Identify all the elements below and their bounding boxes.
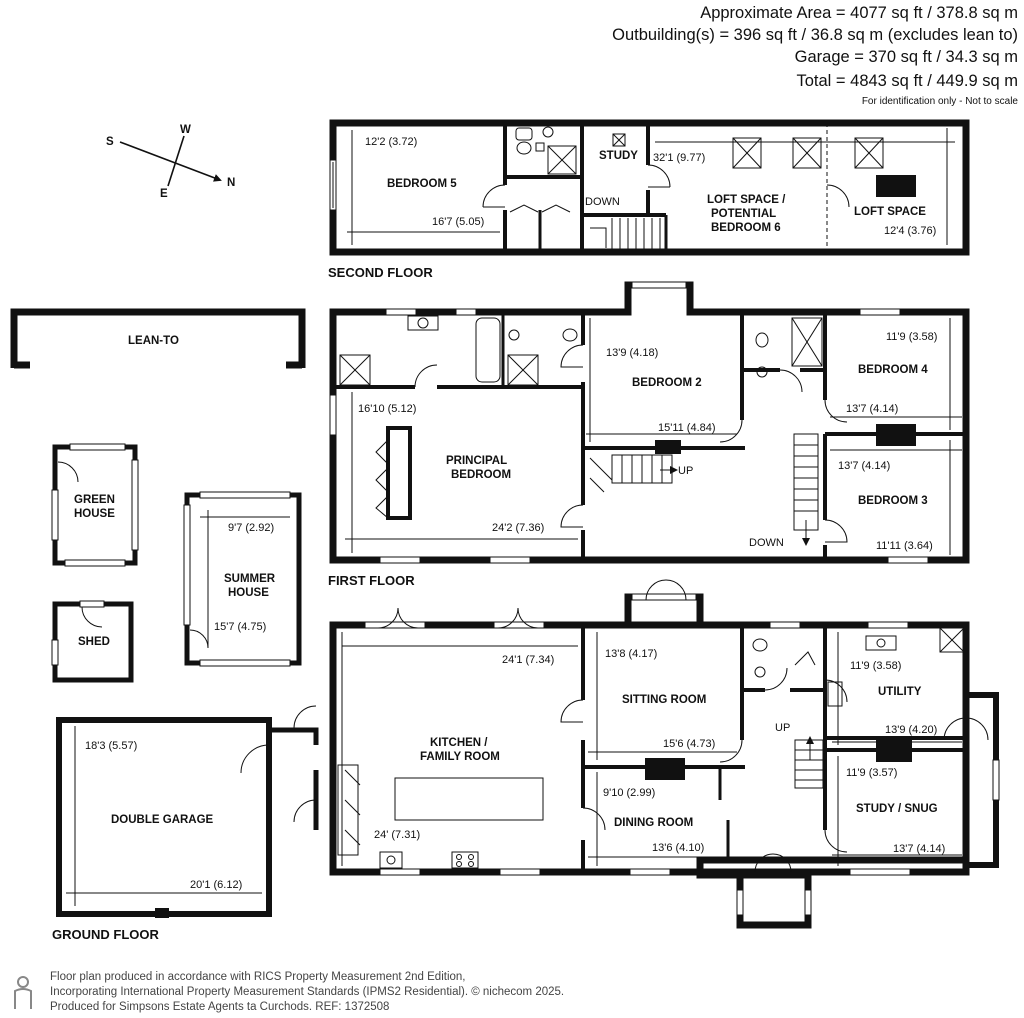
garage-name: DOUBLE GARAGE — [111, 814, 214, 826]
footer-line2: Incorporating International Property Mea… — [50, 986, 565, 998]
bedroom2-name: BEDROOM 2 — [632, 377, 702, 389]
kitchen-name1: KITCHEN / — [430, 737, 488, 749]
green-house — [51, 443, 139, 567]
compass: S W E N — [106, 124, 235, 200]
first-floor-down: DOWN — [749, 537, 784, 549]
bedroom3-name: BEDROOM 3 — [858, 495, 928, 507]
summer-name1: SUMMER — [224, 573, 276, 585]
first-floor — [329, 281, 970, 564]
bedroom2-dim2: 15'11 (4.84) — [658, 422, 716, 434]
sitting-name: SITTING ROOM — [622, 694, 706, 706]
utility-name: UTILITY — [878, 686, 922, 698]
bedroom5-name: BEDROOM 5 — [387, 178, 457, 190]
utility-dim2: 13'9 (4.20) — [885, 724, 937, 736]
lean-to — [10, 308, 306, 369]
summer-dim1: 9'7 (2.92) — [228, 522, 274, 534]
loft2-name: LOFT SPACE — [854, 206, 926, 218]
bedroom5-dim2: 16'7 (5.05) — [432, 216, 484, 228]
kitchen-dim2: 24' (7.31) — [374, 829, 420, 841]
ground-floor — [56, 579, 1000, 929]
study-snug-dim1: 11'9 (3.57) — [846, 767, 897, 779]
outbuildings-area-text: Outbuilding(s) = 396 sq ft / 36.8 sq m (… — [612, 26, 1018, 44]
bedroom4-dim1: 11'9 (3.58) — [886, 331, 937, 343]
compass-n: N — [227, 177, 235, 189]
dining-name: DINING ROOM — [614, 817, 693, 829]
greenhouse-name2: HOUSE — [74, 508, 115, 520]
lean-to-label: LEAN-TO — [128, 335, 179, 347]
ground-floor-label: GROUND FLOOR — [52, 927, 159, 942]
principal-name2: BEDROOM — [451, 469, 511, 481]
loft-dim1: 32'1 (9.77) — [653, 152, 705, 164]
bedroom3-dim1: 13'7 (4.14) — [838, 460, 890, 472]
approximate-area-text: Approximate Area = 4077 sq ft / 378.8 sq… — [700, 4, 1018, 22]
shed-name: SHED — [78, 636, 110, 648]
dining-dim1: 9'10 (2.99) — [603, 787, 655, 799]
garage-dim2: 20'1 (6.12) — [190, 879, 242, 891]
garage-dim1: 18'3 (5.57) — [85, 740, 137, 752]
footer: Floor plan produced in accordance with R… — [50, 970, 564, 1015]
greenhouse-name1: GREEN — [74, 494, 115, 506]
sitting-dim2: 15'6 (4.73) — [663, 738, 715, 750]
loft-name3: BEDROOM 6 — [711, 222, 781, 234]
ground-floor-up: UP — [775, 722, 790, 734]
compass-s: S — [106, 136, 114, 148]
footer-line3: Produced for Simpsons Estate Agents ta C… — [50, 1001, 390, 1013]
kitchen-name2: FAMILY ROOM — [420, 751, 500, 763]
principal-dim2: 24'2 (7.36) — [492, 522, 544, 534]
study-snug-name: STUDY / SNUG — [856, 803, 938, 815]
compass-e: E — [160, 188, 168, 200]
garage-area-text: Garage = 370 sq ft / 34.3 sq m — [794, 48, 1018, 66]
bedroom3-dim2: 11'11 (3.64) — [876, 540, 933, 552]
bedroom4-dim2: 13'7 (4.14) — [846, 403, 898, 415]
sitting-dim1: 13'8 (4.17) — [605, 648, 657, 660]
summer-dim2: 15'7 (4.75) — [214, 621, 266, 633]
first-floor-up: UP — [678, 465, 693, 477]
footer-line1: Floor plan produced in accordance with R… — [50, 971, 466, 983]
person-logo-icon — [14, 976, 32, 1009]
summer-name2: HOUSE — [228, 587, 269, 599]
compass-w: W — [180, 124, 191, 136]
scale-note: For identification only - Not to scale — [861, 96, 1018, 107]
second-floor-label: SECOND FLOOR — [328, 265, 433, 280]
first-floor-label: FIRST FLOOR — [328, 573, 415, 588]
loft-name2: POTENTIAL — [711, 208, 776, 220]
loft-name1: LOFT SPACE / — [707, 194, 786, 206]
bedroom5-dim1: 12'2 (3.72) — [365, 136, 417, 148]
bedroom4-name: BEDROOM 4 — [858, 364, 928, 376]
principal-dim1: 16'10 (5.12) — [358, 403, 416, 415]
principal-name1: PRINCIPAL — [446, 455, 507, 467]
loft2-dim1: 12'4 (3.76) — [884, 225, 936, 237]
kitchen-dim1: 24'1 (7.34) — [502, 654, 554, 666]
utility-dim1: 11'9 (3.58) — [850, 660, 901, 672]
study-snug-dim2: 13'7 (4.14) — [893, 843, 945, 855]
total-area-text: Total = 4843 sq ft / 449.9 sq m — [796, 72, 1018, 90]
second-floor — [329, 119, 970, 256]
dining-dim2: 13'6 (4.10) — [652, 842, 704, 854]
shed — [51, 600, 134, 683]
bedroom2-dim1: 13'9 (4.18) — [606, 347, 658, 359]
summer-house — [183, 491, 302, 667]
second-floor-down: DOWN — [585, 196, 620, 208]
study-second-name: STUDY — [599, 150, 638, 162]
